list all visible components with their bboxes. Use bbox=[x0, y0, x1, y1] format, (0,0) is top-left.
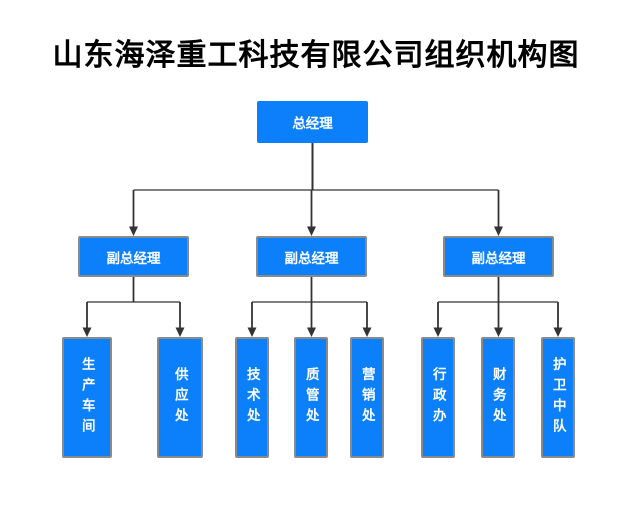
node-quality-office: 质管处 bbox=[294, 337, 328, 458]
node-general-manager: 总经理 bbox=[257, 101, 368, 143]
node-deputy-manager-3: 副总经理 bbox=[443, 236, 554, 277]
node-label: 技术处 bbox=[244, 366, 260, 429]
node-label: 质管处 bbox=[303, 366, 319, 429]
node-label: 护卫中队 bbox=[550, 356, 566, 439]
node-finance-office: 财务处 bbox=[481, 337, 515, 458]
node-label: 行政办 bbox=[430, 366, 446, 429]
node-deputy-manager-1: 副总经理 bbox=[78, 236, 189, 277]
node-marketing-office: 营销处 bbox=[350, 337, 384, 458]
node-production-workshop: 生产车间 bbox=[62, 337, 112, 458]
node-technology-office: 技术处 bbox=[235, 337, 269, 458]
node-label: 营销处 bbox=[359, 366, 375, 429]
node-label: 供应处 bbox=[172, 366, 188, 429]
node-admin-office: 行政办 bbox=[421, 337, 455, 458]
node-label: 生产车间 bbox=[79, 356, 95, 439]
node-label: 财务处 bbox=[490, 366, 506, 429]
node-deputy-manager-2: 副总经理 bbox=[256, 236, 367, 277]
node-supply-office: 供应处 bbox=[157, 337, 203, 458]
page-title: 山东海泽重工科技有限公司组织机构图 bbox=[52, 39, 580, 72]
node-guard-squadron: 护卫中队 bbox=[541, 337, 575, 458]
arrowheads bbox=[82, 226, 563, 337]
